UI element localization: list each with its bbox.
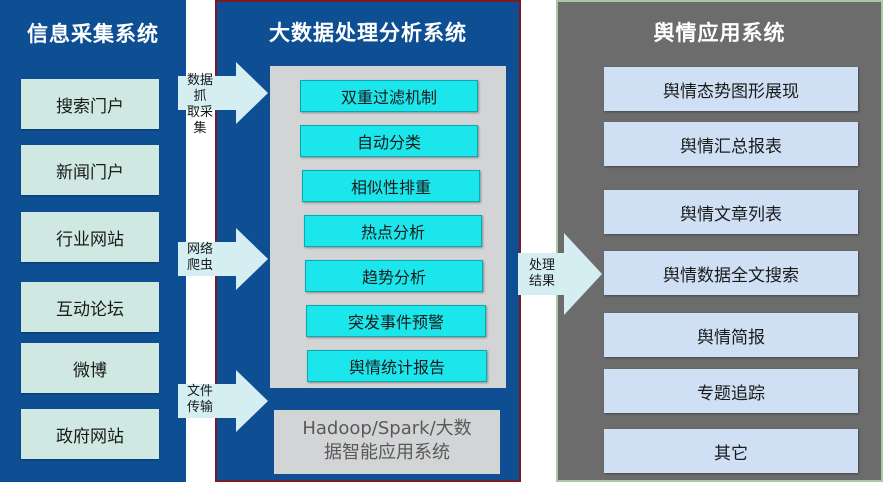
- output-fulltext-search: 舆情数据全文搜索: [604, 251, 858, 295]
- output-topic-tracking: 专题追踪: [604, 369, 858, 413]
- source-news-portal: 新闻门户: [21, 145, 159, 195]
- source-industry-site: 行业网站: [21, 212, 159, 262]
- source-forum: 互动论坛: [21, 282, 159, 332]
- function-dedup: 相似性排重: [302, 170, 480, 202]
- output-situation-chart: 舆情态势图形展现: [604, 67, 858, 111]
- arrow-web-crawler-icon: [178, 228, 268, 290]
- arrow-file-transfer-line1: 文件: [186, 384, 213, 399]
- output-article-list: 舆情文章列表: [604, 190, 858, 234]
- arrow-data-crawl-icon: [178, 62, 268, 124]
- platform-line-2: 据智能应用系统: [324, 442, 450, 463]
- platform-line-1: Hadoop/Spark/大数: [302, 418, 472, 439]
- arrow-processing-result-icon: [518, 233, 602, 315]
- function-emergency-alert: 突发事件预警: [306, 305, 486, 337]
- arrow-processing-result-line1: 处理: [528, 258, 555, 273]
- big-data-analysis-title: 大数据处理分析系统: [269, 21, 467, 45]
- function-trend: 趋势分析: [305, 260, 483, 292]
- arrow-data-crawl-line2: 取采集: [186, 105, 213, 136]
- function-statistics-report: 舆情统计报告: [307, 350, 487, 382]
- output-other: 其它: [604, 429, 858, 473]
- info-collection-title: 信息采集系统: [27, 22, 159, 46]
- arrow-web-crawler-line2: 爬虫: [186, 258, 213, 273]
- output-summary-report: 舆情汇总报表: [604, 122, 858, 166]
- source-gov-site: 政府网站: [21, 409, 159, 459]
- arrow-file-transfer-icon: [178, 370, 268, 432]
- arrow-data-crawl-label: 数据抓 取采集: [182, 73, 218, 137]
- arrow-file-transfer-label: 文件 传输: [182, 384, 218, 416]
- output-briefing: 舆情简报: [604, 313, 858, 357]
- hadoop-spark-platform: Hadoop/Spark/大数 据智能应用系统: [274, 410, 500, 474]
- function-auto-classify: 自动分类: [300, 125, 478, 157]
- function-double-filter: 双重过滤机制: [300, 80, 478, 112]
- arrow-data-crawl-line1: 数据抓: [186, 73, 213, 104]
- source-search-portal: 搜索门户: [21, 79, 159, 129]
- arrow-processing-result-line2: 结果: [528, 274, 555, 289]
- source-weibo: 微博: [21, 343, 159, 393]
- arrow-web-crawler-label: 网络 爬虫: [182, 242, 218, 274]
- function-hotspot: 热点分析: [304, 215, 482, 247]
- arrow-web-crawler-line1: 网络: [186, 242, 213, 257]
- arrow-file-transfer-line2: 传输: [186, 400, 213, 415]
- sentiment-application-title: 舆情应用系统: [653, 21, 786, 45]
- arrow-processing-result-label: 处理 结果: [524, 258, 560, 290]
